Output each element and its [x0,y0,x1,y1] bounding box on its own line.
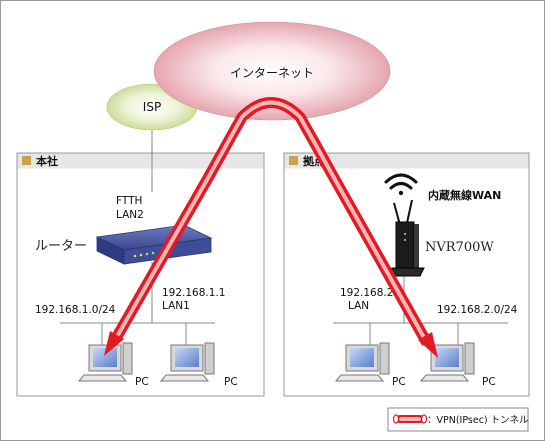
branch-pc-2-icon [419,342,475,382]
branch-pc-1-icon [334,342,390,382]
hq-pc-2-icon [159,342,215,382]
nvr700w-device-icon [387,199,425,277]
router-port-label: LAN1 [162,300,190,312]
hq-pc-1-icon [77,342,133,382]
device-model-label: NVR700W [425,240,494,255]
site-name-hq: 本社 [36,154,58,168]
router-label: ルーター [35,239,87,254]
legend: ：VPN(IPsec) トンネル [387,407,529,432]
router-ip-label: 192.168.1.1 [162,287,225,299]
tunnel-arrowhead-right [418,332,438,358]
wireless-wan-label: 内蔵無線WAN [428,188,501,202]
site-marker-icon [289,156,298,165]
hq-pc-1-label: PC [135,376,149,388]
isp-label: ISP [143,100,161,114]
wifi-icon [384,173,418,196]
hq-pc-2-label: PC [224,376,238,388]
branch-pc-2-label: PC [482,376,496,388]
branch-network-label: 192.168.2.0/24 [437,304,518,316]
legend-label: ：VPN(IPsec) トンネル [427,415,529,426]
internet-cloud [153,21,391,121]
tunnel-arrowhead-left [104,331,124,356]
tunnel-legend-icon [392,414,428,424]
site-marker-icon [22,156,31,165]
device-ip-label: 192.168.2.1 [340,287,403,299]
uplink-lan2-label: LAN2 [116,209,144,221]
device-port-label: LAN [348,300,369,312]
uplink-ftth-label: FTTH [116,195,142,207]
site-panel-branch: 拠点 [283,152,530,397]
site-panel-hq: 本社 [16,152,265,397]
branch-pc-1-label: PC [392,376,406,388]
hq-network-label: 192.168.1.0/24 [35,304,116,316]
internet-label: インターネット [230,66,314,80]
vpn-tunnel [104,97,438,358]
